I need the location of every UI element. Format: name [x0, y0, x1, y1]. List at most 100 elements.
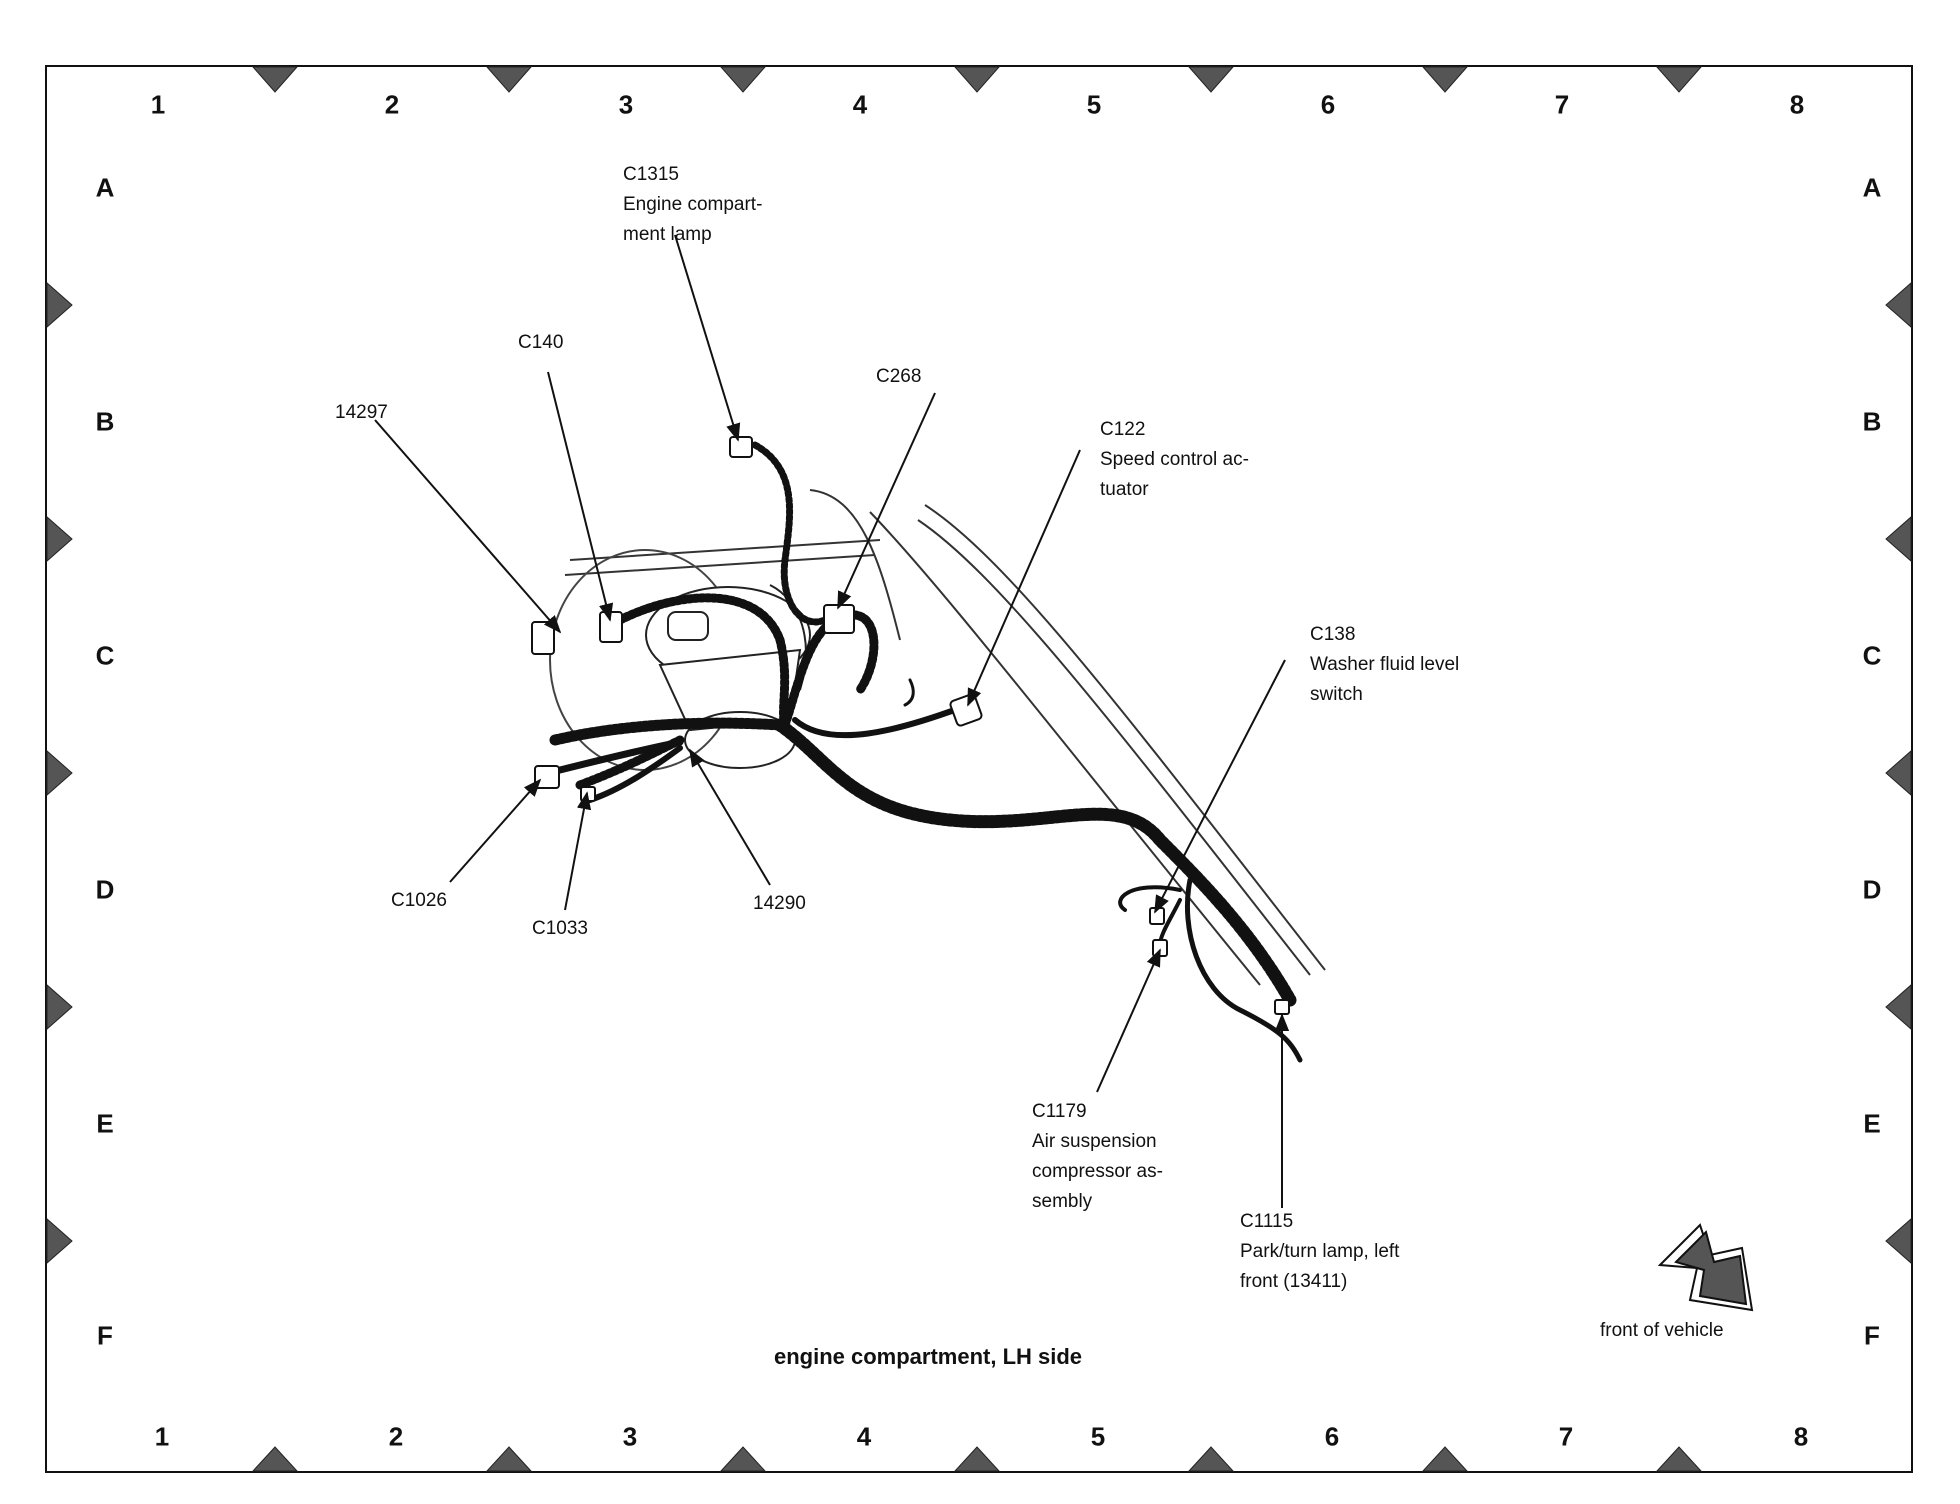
connector-c140	[599, 611, 623, 643]
callout-desc: Washer fluid level	[1310, 654, 1460, 675]
grid-edge-marker	[1655, 66, 1703, 93]
grid-edge-marker	[46, 281, 73, 329]
grid-row-label: E	[1863, 1108, 1881, 1139]
callout-id: C1033	[532, 918, 588, 939]
callout-id: 14297	[335, 402, 388, 423]
callout-desc: compressor as-	[1032, 1161, 1163, 1182]
callout-c1115: C1115 Park/turn lamp, left front (13411)	[1240, 1207, 1399, 1297]
grid-row-label: B	[95, 406, 115, 437]
callout-id: C1315	[623, 164, 679, 185]
grid-edge-marker	[719, 1446, 767, 1472]
callout-desc: ment lamp	[623, 224, 712, 245]
callout-id: C122	[1100, 419, 1146, 440]
callout-id: C1179	[1032, 1101, 1087, 1122]
grid-edge-marker	[485, 1446, 533, 1472]
grid-edge-marker	[1187, 1446, 1235, 1472]
grid-row-label: C	[1862, 640, 1882, 671]
connector-c268	[823, 604, 855, 634]
diagram-frame	[45, 65, 1913, 1473]
grid-column-label: 2	[388, 1421, 404, 1452]
leader-lines	[374, 234, 1290, 1208]
grid-edge-marker	[485, 66, 533, 93]
callout-c1026: C1026	[391, 886, 447, 916]
connector-c122	[949, 693, 983, 727]
grid-edge-marker	[251, 66, 299, 93]
callout-id: C1115	[1240, 1211, 1294, 1232]
grid-edge-marker	[1655, 1446, 1703, 1472]
grid-edge-marker	[953, 66, 1001, 93]
callout-id: C1026	[391, 890, 447, 911]
leader-c1033	[564, 791, 592, 911]
leader-c122	[967, 449, 1081, 707]
callout-desc: switch	[1310, 684, 1363, 705]
callout-c268: C268	[876, 362, 921, 392]
connector-c1033	[580, 786, 596, 802]
callout-c1315: C1315 Engine compart- ment lamp	[623, 160, 762, 250]
grid-column-label: 8	[1793, 1421, 1809, 1452]
callout-desc: tuator	[1100, 479, 1149, 500]
grid-edge-marker	[1885, 749, 1912, 797]
grid-column-label: 3	[618, 89, 634, 120]
grid-column-label: 2	[384, 89, 400, 120]
callout-14290: 14290	[753, 889, 806, 919]
callout-desc: front (13411)	[1240, 1271, 1348, 1292]
grid-row-label: F	[1864, 1320, 1880, 1351]
grid-edge-marker	[719, 66, 767, 93]
callout-id: 14290	[753, 893, 806, 914]
grid-column-label: 8	[1789, 89, 1805, 120]
grid-column-label: 7	[1558, 1421, 1574, 1452]
grid-edge-marker	[1885, 983, 1912, 1031]
fender-outline	[564, 489, 1326, 986]
connector-c1026	[534, 765, 560, 789]
leader-c140	[547, 371, 614, 622]
grid-column-label: 1	[154, 1421, 170, 1452]
grid-row-label: D	[1862, 874, 1882, 905]
grid-edge-marker	[953, 1446, 1001, 1472]
view-title: engine compartment, LH side	[773, 1344, 1083, 1369]
grid-row-label: E	[96, 1108, 114, 1139]
callout-c1179: C1179 Air suspension compressor as- semb…	[1032, 1097, 1163, 1217]
grid-row-label: B	[1862, 406, 1882, 437]
leader-14297	[374, 419, 562, 634]
callout-c138: C138 Washer fluid level switch	[1310, 620, 1459, 710]
grid-edge-marker	[1187, 66, 1235, 93]
callout-desc: sembly	[1032, 1191, 1093, 1212]
leader-c268	[837, 392, 936, 610]
grid-column-label: 4	[856, 1421, 872, 1452]
grid-column-label: 3	[622, 1421, 638, 1452]
grid-edge-marker	[46, 983, 73, 1031]
callout-id: C268	[876, 366, 922, 387]
callout-desc: Park/turn lamp, left	[1240, 1241, 1400, 1262]
grid-row-label: D	[95, 874, 115, 905]
callout-c140: C140	[518, 328, 563, 358]
callout-desc: Speed control ac-	[1100, 449, 1249, 470]
callout-c122: C122 Speed control ac- tuator	[1100, 415, 1249, 505]
grid-edge-marker	[46, 515, 73, 563]
front-arrow-icon	[1657, 1223, 1754, 1312]
grid-row-label: C	[95, 640, 115, 671]
callout-desc: Engine compart-	[623, 194, 763, 215]
grid-edge-marker	[251, 1446, 299, 1472]
leader-c138	[1154, 659, 1286, 914]
grid-column-label: 6	[1324, 1421, 1340, 1452]
grid-edge-marker	[1421, 66, 1469, 93]
grid-edge-marker	[1885, 515, 1912, 563]
leader-c1179	[1096, 948, 1161, 1093]
grid-column-label: 1	[150, 89, 166, 120]
front-of-vehicle-label: front of vehicle	[1600, 1320, 1724, 1341]
leader-14290	[689, 748, 771, 886]
callout-id: C140	[518, 332, 564, 353]
connector-c1115	[1274, 999, 1290, 1015]
grid-row-label: A	[1862, 172, 1882, 203]
grid-row-label: F	[97, 1320, 113, 1351]
master-cylinder	[549, 549, 811, 771]
grid-edge-marker	[46, 1217, 73, 1265]
wire-harness	[549, 441, 1303, 1063]
leader-c1315	[674, 234, 741, 442]
leader-c1026	[449, 778, 542, 883]
grid-edge-marker	[1885, 281, 1912, 329]
grid-edge-markers	[46, 66, 1912, 1472]
grid-column-label: 6	[1320, 89, 1336, 120]
grid-edge-marker	[46, 749, 73, 797]
